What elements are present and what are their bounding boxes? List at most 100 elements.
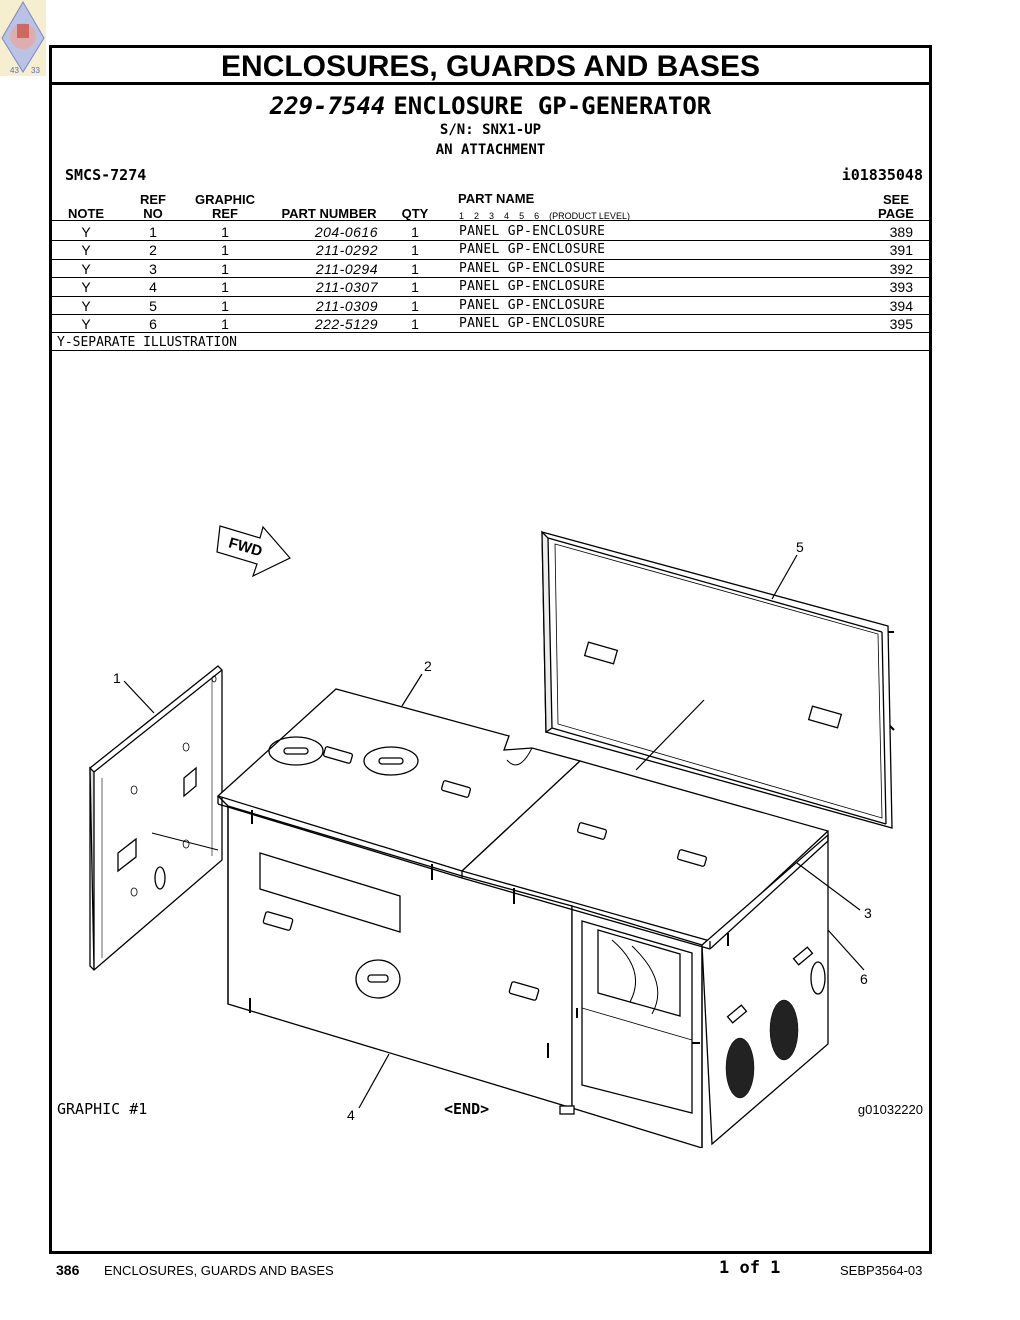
smcs-code: SMCS-7274 [65, 166, 147, 184]
cell-qty: 1 [411, 297, 419, 314]
cell-part-number[interactable]: 211-0309 [315, 297, 378, 314]
header-qty: QTY [401, 206, 429, 221]
product-level-4: 4 [504, 211, 510, 221]
table-row[interactable]: Y 5 1 211-0309 1 PANEL GP-ENCLOSURE 394 [52, 297, 929, 315]
panel-5-roof-panel [541, 530, 895, 829]
table-row[interactable]: Y 1 1 204-0616 1 PANEL GP-ENCLOSURE 389 [52, 223, 929, 242]
publisher-logo: 43 33 [0, 0, 46, 76]
cell-ref: 1 [149, 224, 157, 240]
cell-part-number[interactable]: 204-0616 [314, 224, 378, 240]
illustration-id: i01835048 [841, 166, 923, 184]
header-see-top: SEE [882, 192, 909, 207]
cell-qty: 1 [411, 315, 419, 332]
table-row[interactable]: Y 4 1 211-0307 1 PANEL GP-ENCLOSURE 393 [52, 278, 929, 297]
header-graphic-top: GRAPHIC [195, 192, 255, 207]
cell-see-page[interactable]: 394 [889, 297, 913, 314]
header-part-name: PART NAME [458, 191, 535, 206]
note-legend: Y-SEPARATE ILLUSTRATION [57, 335, 238, 350]
page-footer: 386 ENCLOSURES, GUARDS AND BASES 1 of 1 … [0, 1258, 1020, 1288]
product-level-5: 5 [519, 211, 525, 221]
footer-doc-code: SEBP3564-03 [840, 1263, 923, 1278]
callout-2: 2 [424, 658, 432, 674]
table-row[interactable]: Y 6 1 222-5129 1 PANEL GP-ENCLOSURE 395 [52, 315, 929, 334]
callout-3: 3 [864, 905, 872, 921]
footer-section-title: ENCLOSURES, GUARDS AND BASES [104, 1263, 334, 1278]
footer-page-number: 386 [56, 1262, 80, 1278]
cell-part-name: PANEL GP-ENCLOSURE [459, 315, 606, 331]
end-marker: <END> [444, 1100, 490, 1118]
graphic-label: GRAPHIC #1 [57, 1100, 148, 1118]
header-graphic-bottom: REF [212, 206, 238, 221]
leader-line-2 [401, 673, 423, 707]
product-level-label: (PRODUCT LEVEL) [549, 211, 630, 221]
header-ref-bottom: NO [143, 206, 163, 221]
parts-table-body: Y 1 1 204-0616 1 PANEL GP-ENCLOSURE 389 … [52, 223, 929, 334]
cell-ref: 4 [149, 279, 157, 296]
cell-see-page[interactable]: 393 [889, 279, 913, 296]
header-note: NOTE [67, 206, 105, 221]
cell-part-number[interactable]: 211-0294 [315, 260, 378, 277]
cell-see-page[interactable]: 389 [889, 224, 913, 240]
cell-ref: 6 [149, 315, 157, 332]
cell-ref: 3 [149, 260, 157, 277]
cell-qty: 1 [411, 279, 419, 296]
header-part-number: PART NUMBER [281, 206, 377, 221]
cell-graphic-ref: 1 [221, 242, 229, 259]
fwd-arrow-icon: FWD [216, 525, 291, 578]
cell-part-number[interactable]: 222-5129 [314, 315, 378, 332]
cell-part-number[interactable]: 211-0292 [315, 242, 378, 259]
leader-line-4 [358, 1053, 390, 1109]
note-divider [52, 350, 929, 351]
cell-graphic-ref: 1 [221, 315, 229, 332]
logo-number-left: 43 [10, 66, 19, 75]
cell-part-name: PANEL GP-ENCLOSURE [459, 224, 606, 239]
cell-see-page[interactable]: 392 [889, 260, 913, 277]
parts-table-header: NOTE REF NO GRAPHIC REF PART NUMBER QTY … [52, 191, 929, 221]
page-title: ENCLOSURES, GUARDS AND BASES [52, 48, 929, 85]
header-see-bottom: PAGE [878, 206, 914, 221]
logo-number-right: 33 [31, 66, 40, 75]
product-level-1: 1 [459, 211, 465, 221]
leader-line-3 [796, 862, 861, 911]
product-level-3: 3 [489, 211, 495, 221]
cell-qty: 1 [411, 242, 419, 259]
cell-note: Y [81, 279, 91, 296]
leader-line-6 [827, 929, 865, 971]
leader-line-1 [123, 680, 155, 714]
cell-note: Y [81, 260, 91, 277]
cell-note: Y [81, 224, 91, 240]
enclosure-body [216, 688, 830, 1148]
graphic-number: g01032220 [857, 1102, 923, 1117]
cell-graphic-ref: 1 [221, 279, 229, 296]
cell-part-name: PANEL GP-ENCLOSURE [459, 260, 606, 276]
callout-1: 1 [113, 670, 121, 686]
panel-1-end-panel [89, 665, 223, 971]
cell-graphic-ref: 1 [221, 224, 229, 240]
callout-4: 4 [347, 1107, 355, 1123]
cell-graphic-ref: 1 [221, 260, 229, 277]
cell-ref: 5 [149, 297, 157, 314]
footer-page-of: 1 of 1 [719, 1258, 781, 1278]
assembly-part-number: 229-7544 [269, 92, 386, 120]
cell-part-name: PANEL GP-ENCLOSURE [459, 279, 606, 295]
cell-see-page[interactable]: 395 [889, 315, 913, 332]
leader-line-roof [635, 699, 705, 771]
table-row[interactable]: Y 2 1 211-0292 1 PANEL GP-ENCLOSURE 391 [52, 241, 929, 260]
product-level-2: 2 [474, 211, 480, 221]
attachment-label: AN ATTACHMENT [435, 142, 546, 158]
serial-number: S/N: SNX1-UP [439, 122, 542, 138]
cell-see-page[interactable]: 391 [889, 242, 913, 259]
exploded-view-illustration: FWD [89, 525, 895, 1148]
callout-6: 6 [860, 971, 868, 987]
cell-note: Y [81, 297, 91, 314]
table-row[interactable]: Y 3 1 211-0294 1 PANEL GP-ENCLOSURE 392 [52, 260, 929, 279]
leader-line-5 [771, 554, 798, 600]
cell-note: Y [81, 315, 91, 332]
assembly-name: ENCLOSURE GP-GENERATOR [393, 92, 712, 120]
cell-part-number[interactable]: 211-0307 [315, 279, 378, 296]
cell-part-name: PANEL GP-ENCLOSURE [459, 297, 606, 313]
cell-note: Y [81, 242, 91, 259]
